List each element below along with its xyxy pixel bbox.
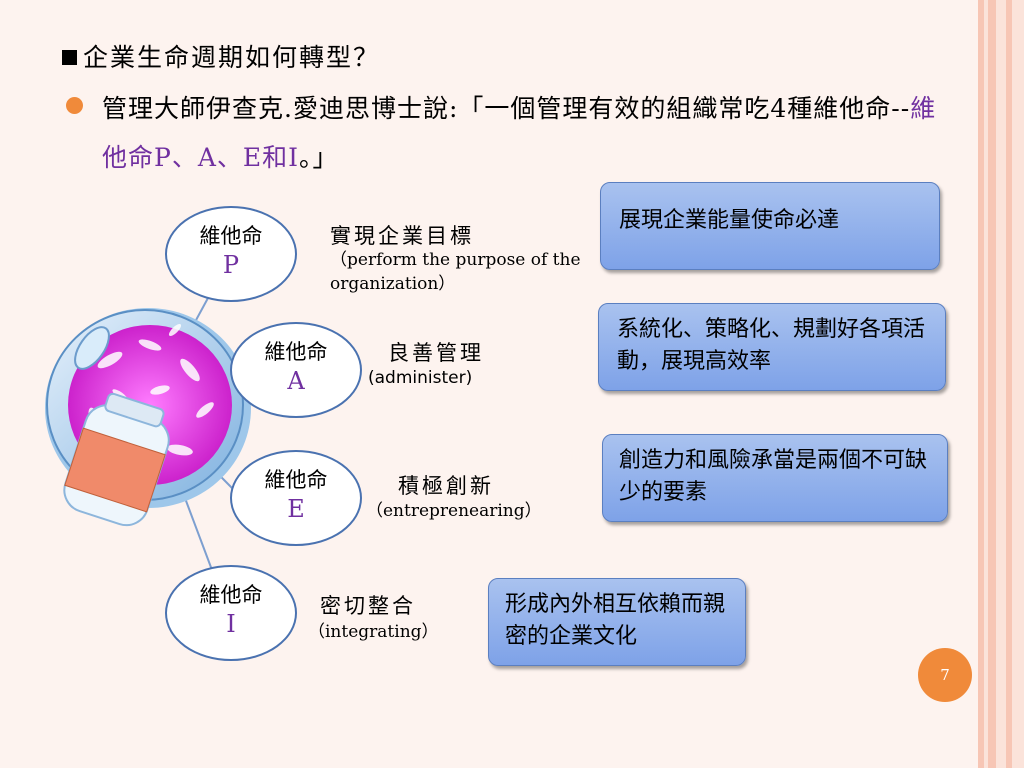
bullet-paragraph: 管理大師伊查克.愛迪思博士說:「一個管理有效的組織常吃4種維他命--維他命P、A… xyxy=(102,84,942,182)
vitamin-circle-e: 維他命 E xyxy=(230,450,362,546)
vitamin-p-subtitle: （perform the purpose of the organization… xyxy=(330,250,581,294)
decor-stripe xyxy=(988,0,996,768)
vitamin-circle-a: 維他命 A xyxy=(230,322,362,418)
pill-bottle-icon xyxy=(45,308,251,527)
connector-line xyxy=(149,297,209,406)
vitamin-letter: A xyxy=(287,367,305,395)
connector-lines xyxy=(149,297,233,571)
heading-text: 企業生命週期如何轉型？ xyxy=(83,43,381,72)
vitamin-e-box: 創造力和風險承當是兩個不可缺少的要素 xyxy=(602,434,948,522)
vitamin-e-subtitle: （entreprenearing） xyxy=(366,501,542,521)
circle-bullet-icon xyxy=(66,97,83,114)
vitamin-letter: P xyxy=(222,251,240,279)
vitamin-a-title: 良善管理 xyxy=(388,341,484,365)
vitamin-letter: I xyxy=(226,610,236,638)
vitamin-a-subtitle: (administer) xyxy=(368,368,473,388)
vitamin-p-box: 展現企業能量使命必達 xyxy=(600,182,940,270)
decor-stripe xyxy=(978,0,984,768)
square-bullet-icon xyxy=(62,50,77,65)
vitamin-letter: E xyxy=(287,495,305,523)
connector-line xyxy=(149,391,233,406)
bullet-text-end: 。」 xyxy=(299,143,339,172)
vitamin-name: 維他命 xyxy=(199,224,263,248)
vitamin-a-box: 系統化、策略化、規劃好各項活動，展現高效率 xyxy=(598,303,946,391)
page-number-badge: 7 xyxy=(918,648,972,702)
connector-line xyxy=(149,404,233,489)
slide-heading: 企業生命週期如何轉型？ xyxy=(62,38,380,74)
decor-stripe xyxy=(1012,0,1024,768)
decor-stripe xyxy=(1006,0,1012,768)
vitamin-circle-p: 維他命 P xyxy=(165,206,297,302)
vitamin-name: 維他命 xyxy=(264,468,328,492)
bullet-text-main: 管理大師伊查克.愛迪思博士說:「一個管理有效的組織常吃4種維他命-- xyxy=(102,94,911,123)
vitamin-i-subtitle: （integrating） xyxy=(308,622,439,642)
bullet-highlight: 維他命P、A、E和I xyxy=(102,94,937,172)
vitamin-name: 維他命 xyxy=(264,340,328,364)
vitamin-circle-i: 維他命 I xyxy=(165,565,297,661)
vitamin-i-title: 密切整合 xyxy=(320,594,416,618)
vitamin-p-title: 實現企業目標 xyxy=(330,224,474,248)
vitamin-i-box: 形成內外相互依賴而親密的企業文化 xyxy=(488,578,746,666)
decor-stripe xyxy=(996,0,1006,768)
connector-line xyxy=(149,404,213,571)
vitamin-e-title: 積極創新 xyxy=(398,474,494,498)
vitamin-name: 維他命 xyxy=(199,583,263,607)
decor-stripe xyxy=(984,0,988,768)
